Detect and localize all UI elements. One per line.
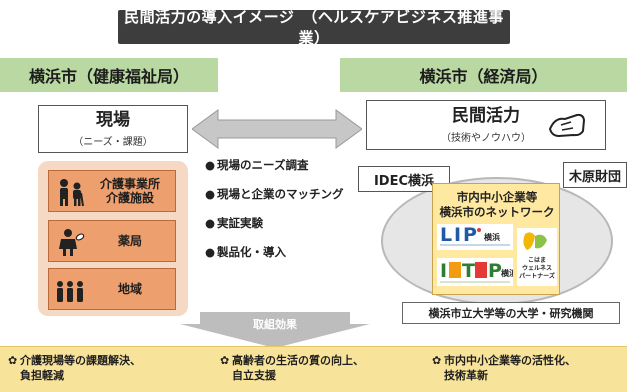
minkan-title: 民間活力 — [452, 106, 520, 126]
lip-logo: L I P 横浜 — [437, 224, 513, 250]
itop-logo: I T P 横浜 — [437, 258, 513, 286]
effect-item: ✿市内中小企業等の活性化、 技術革新 — [432, 353, 576, 383]
svg-text:パートナーズ: パートナーズ — [519, 272, 555, 280]
kihara-box: 木原財団 — [563, 162, 627, 188]
care-facility-line1: 介護事業所 — [99, 177, 160, 191]
pharmacy-label: 薬局 — [89, 221, 171, 261]
pharmacy-text: 薬局 — [117, 234, 142, 248]
list-item: 実証実験 — [205, 216, 375, 245]
effect-line1: 介護現場等の課題解決、 — [20, 354, 141, 367]
flower-mark-icon: ✿ — [8, 354, 18, 367]
kihara-text: 木原財団 — [569, 169, 622, 185]
genba-subtitle: （ニーズ・課題） — [73, 137, 153, 148]
university-box: 横浜市立大学等の大学・研究機関 — [402, 302, 620, 324]
svg-text:I: I — [454, 224, 461, 246]
bidirectional-arrow — [192, 109, 362, 149]
activity-list: 現場のニーズ調査 現場と企業のマッチング 実証実験 製品化・導入 — [205, 158, 375, 274]
svg-text:P: P — [488, 260, 502, 282]
left-header-text: 横浜市（健康福祉局） — [28, 67, 189, 86]
effect-item: ✿高齢者の生活の質の向上、 自立支援 — [220, 353, 364, 383]
page-title-text: 民間活力の導入イメージ （ヘルスケアビジネス推進事業） — [124, 8, 504, 47]
care-facility-line2: 介護施設 — [105, 191, 154, 205]
effect-arrow: 取組効果 — [180, 312, 370, 348]
effect-line2: 自立支援 — [232, 369, 276, 382]
minkan-subtitle: （技術やノウハウ） — [441, 133, 531, 144]
community-people-icon — [57, 281, 83, 302]
effect-line1: 市内中小企業等の活性化、 — [444, 354, 576, 367]
pharmacy-card: 薬局 — [48, 220, 176, 262]
lip-word: 横浜 — [484, 232, 500, 242]
care-facility-label: 介護事業所 介護施設 — [89, 171, 171, 211]
svg-text:I: I — [440, 260, 447, 282]
effect-arrow-label: 取組効果 — [253, 317, 297, 331]
list-item: 現場と企業のマッチング — [205, 187, 375, 216]
svg-text:L: L — [440, 224, 452, 246]
genba-box: 現場 （ニーズ・課題） — [38, 105, 188, 153]
svg-text:こはま: こはま — [528, 256, 546, 264]
network-title-line2: 横浜市のネットワーク — [439, 205, 555, 219]
genba-title: 現場 — [96, 110, 130, 130]
itop-word: 横浜 — [501, 268, 513, 278]
pharmacist-icon — [59, 229, 85, 256]
network-title: 市内中小企業等 横浜市のネットワーク — [433, 190, 561, 220]
svg-text:T: T — [462, 260, 475, 282]
effects-banner: ✿介護現場等の課題解決、 負担軽減 ✿高齢者の生活の質の向上、 自立支援 ✿市内… — [0, 346, 627, 392]
effect-line2: 技術革新 — [444, 369, 488, 382]
sme-network-box: 市内中小企業等 横浜市のネットワーク L I P 横浜 I T P 横浜 こはま… — [432, 183, 560, 295]
left-header: 横浜市（健康福祉局） — [0, 58, 218, 92]
right-header-text: 横浜市（経済局） — [419, 67, 548, 86]
flower-mark-icon: ✿ — [220, 354, 230, 367]
idec-text: IDEC横浜 — [373, 173, 435, 189]
effect-item: ✿介護現場等の課題解決、 負担軽減 — [8, 353, 141, 383]
care-facility-card: 介護事業所 介護施設 — [48, 170, 176, 212]
right-header: 横浜市（経済局） — [340, 58, 627, 92]
handshake-icon — [548, 113, 586, 138]
flower-mark-icon: ✿ — [432, 354, 442, 367]
list-item: 製品化・導入 — [205, 245, 375, 274]
effect-line2: 負担軽減 — [20, 369, 64, 382]
wellness-partners-logo: こはま ウェルネス パートナーズ — [517, 228, 557, 286]
effect-line1: 高齢者の生活の質の向上、 — [232, 354, 364, 367]
university-text: 横浜市立大学等の大学・研究機関 — [428, 307, 594, 320]
community-label: 地域 — [89, 269, 171, 309]
list-item: 現場のニーズ調査 — [205, 158, 375, 187]
svg-text:P: P — [463, 224, 477, 246]
svg-text:ウェルネス: ウェルネス — [522, 264, 552, 272]
minkan-box: 民間活力 （技術やノウハウ） — [366, 100, 606, 150]
community-text: 地域 — [117, 282, 142, 296]
caregiver-icon — [60, 179, 84, 207]
network-title-line1: 市内中小企業等 — [456, 190, 538, 204]
page-title: 民間活力の導入イメージ （ヘルスケアビジネス推進事業） — [118, 8, 510, 47]
community-card: 地域 — [48, 268, 176, 310]
